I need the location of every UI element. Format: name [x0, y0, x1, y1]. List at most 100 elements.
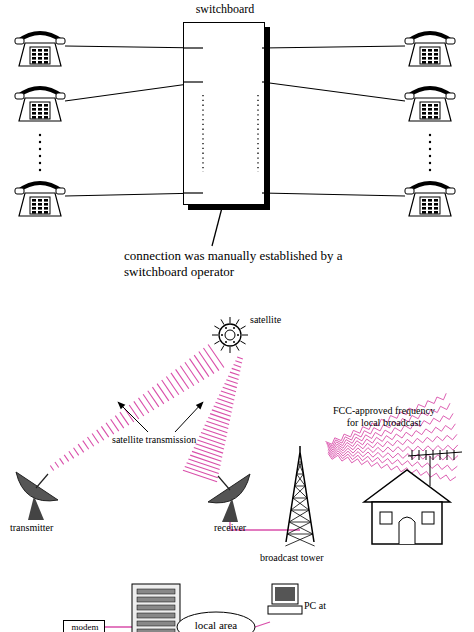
ellipsis-dot — [429, 155, 431, 157]
key — [38, 49, 42, 52]
keypad — [420, 102, 440, 119]
transmission-beam — [152, 387, 163, 404]
key — [434, 57, 438, 60]
transmission-beam — [232, 368, 241, 371]
transmission-beam — [197, 440, 224, 449]
key — [32, 104, 36, 107]
key — [38, 104, 42, 107]
telephone-icon — [405, 183, 455, 216]
key — [32, 53, 36, 56]
key — [428, 199, 432, 202]
handset-end — [446, 188, 455, 194]
transmission-beam — [225, 383, 237, 387]
satellite-spike — [240, 326, 245, 329]
key — [434, 53, 438, 56]
ellipsis-dot — [39, 141, 41, 143]
transmission-beam — [87, 437, 93, 446]
transmission-beam — [97, 430, 104, 440]
key — [44, 207, 48, 210]
telephone-icon — [15, 33, 65, 66]
phone-body — [19, 193, 61, 216]
transmission-beam — [199, 436, 225, 445]
satellite-spike — [212, 335, 218, 336]
key — [428, 61, 432, 64]
switchboard-box: switchboard — [183, 22, 265, 205]
transmission-beam — [171, 373, 184, 392]
dish-stand — [28, 496, 44, 520]
annotation-label: satellite — [250, 314, 310, 326]
key — [422, 203, 426, 206]
transmission-beam — [64, 455, 68, 462]
dish-stand — [222, 498, 238, 522]
transmission-beam — [196, 444, 223, 453]
key — [32, 57, 36, 60]
broadcast-wave — [328, 453, 456, 480]
transmission-beam — [208, 344, 224, 367]
satellite-dot — [225, 341, 227, 343]
satellite-dot — [237, 334, 239, 336]
leader-arrow — [175, 402, 203, 432]
handset — [18, 88, 62, 96]
transmission-beam — [190, 359, 204, 380]
node-label: switchboard — [174, 3, 276, 17]
transmission-beam — [50, 466, 53, 471]
transmission-beam — [188, 459, 219, 470]
key — [44, 108, 48, 111]
transmission-beam — [69, 451, 74, 458]
key — [422, 112, 426, 115]
transmission-beam — [83, 441, 89, 450]
key — [422, 211, 426, 214]
transmission-beam — [55, 462, 59, 467]
dotted-lines — [183, 22, 265, 205]
satellite-dot — [221, 334, 223, 336]
phone-wire — [262, 82, 405, 101]
satellite-spike — [242, 335, 248, 336]
phone-body — [19, 98, 61, 121]
ellipsis-dot — [429, 148, 431, 150]
key — [434, 203, 438, 206]
key — [44, 211, 48, 214]
transmission-beam — [228, 376, 238, 380]
annotation-label: receiver — [214, 522, 274, 534]
satellite-spike — [221, 319, 224, 324]
key — [32, 211, 36, 214]
transmission-beam — [219, 395, 234, 400]
handset — [408, 183, 452, 191]
key — [32, 207, 36, 210]
transmission-beam — [237, 357, 243, 359]
transmission-beam — [92, 433, 99, 443]
handset-end — [405, 38, 414, 44]
key — [44, 49, 48, 52]
satellite-dish — [208, 474, 250, 522]
key — [434, 112, 438, 115]
broadcast-wave — [326, 403, 450, 446]
phone-body — [409, 43, 451, 66]
key — [422, 104, 426, 107]
handset — [18, 183, 62, 191]
pc-icon — [268, 584, 302, 614]
key — [434, 116, 438, 119]
dish-feed — [36, 474, 48, 488]
transmission-beam — [234, 365, 242, 368]
handset-end — [56, 38, 65, 44]
leader-arrow — [118, 402, 148, 432]
annotation-label: connection was manually established by a… — [124, 248, 364, 279]
broadcast-wave — [328, 452, 457, 471]
transmission-beam — [106, 423, 114, 434]
annotation-label: PC at — [304, 600, 344, 612]
key — [32, 108, 36, 111]
key — [32, 116, 36, 119]
ellipsis-dot — [429, 169, 431, 171]
keypad — [420, 197, 440, 214]
transmission-beam — [74, 448, 79, 456]
keypad — [30, 47, 50, 64]
telephone-icon — [405, 33, 455, 66]
key — [38, 207, 42, 210]
transmission-beam — [60, 458, 64, 464]
handset — [408, 88, 452, 96]
key — [422, 116, 426, 119]
annotation-label: FCC-approved frequency for local broadca… — [330, 405, 438, 429]
transmission-beam — [183, 470, 217, 482]
ellipsis-dot — [429, 141, 431, 143]
